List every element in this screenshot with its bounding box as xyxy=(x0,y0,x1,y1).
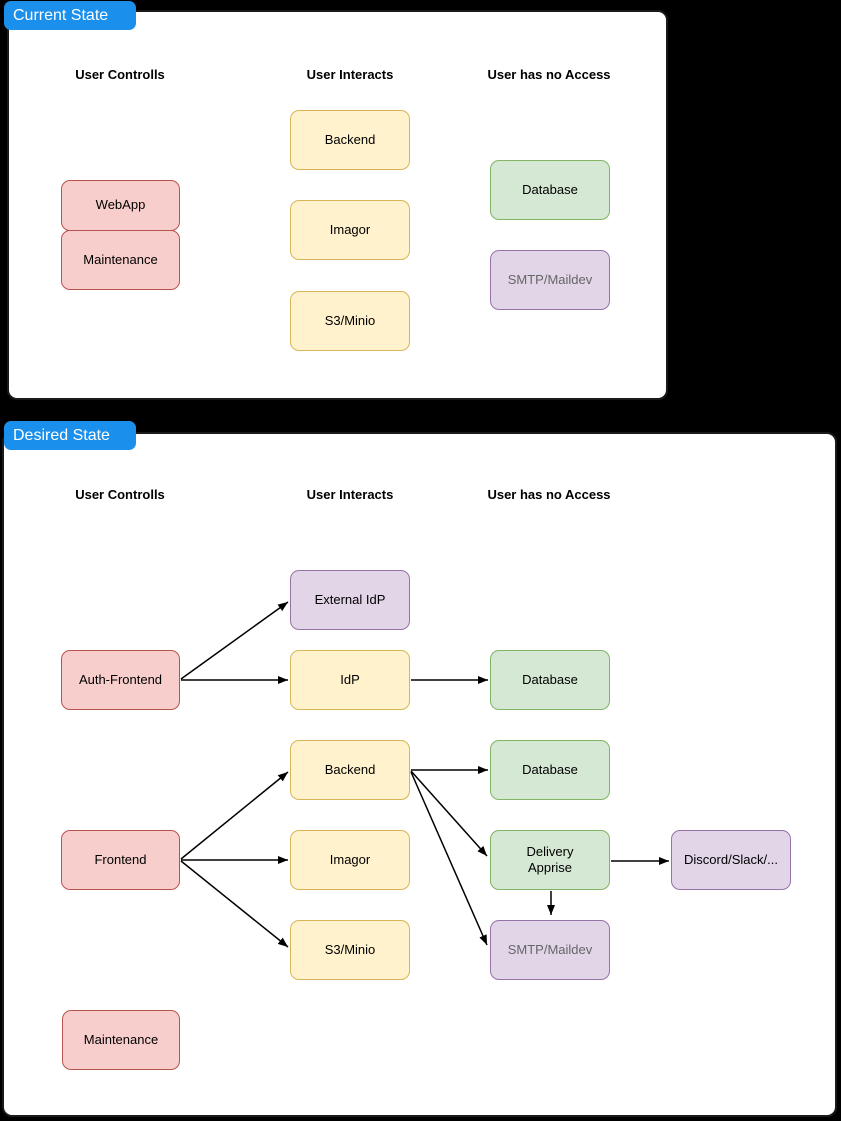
node-external-idp: External IdP xyxy=(290,570,410,630)
node-webapp: WebApp xyxy=(61,180,180,231)
node-maintenance: Maintenance xyxy=(62,1010,180,1070)
node-imagor: Imagor xyxy=(290,200,410,260)
node-database-idp: Database xyxy=(490,650,610,710)
column-header: User Controlls xyxy=(75,67,165,82)
node-backend: Backend xyxy=(290,740,410,800)
node-smtp-maildev: SMTP/Maildev xyxy=(490,920,610,980)
node-s3-minio: S3/Minio xyxy=(290,920,410,980)
column-header: User Interacts xyxy=(306,67,394,82)
column-header: User has no Access xyxy=(487,487,611,502)
desired-state-badge: Desired State xyxy=(4,421,136,450)
node-database-backend: Database xyxy=(490,740,610,800)
current-state-badge: Current State xyxy=(4,1,136,30)
node-delivery-apprise: Delivery Apprise xyxy=(490,830,610,890)
node-s3-minio: S3/Minio xyxy=(290,291,410,351)
node-imagor: Imagor xyxy=(290,830,410,890)
node-discord-slack: Discord/Slack/... xyxy=(671,830,791,890)
column-header: User Interacts xyxy=(306,487,394,502)
column-header: User has no Access xyxy=(487,67,611,82)
node-frontend: Frontend xyxy=(61,830,180,890)
node-backend: Backend xyxy=(290,110,410,170)
node-maintenance: Maintenance xyxy=(61,230,180,290)
node-database: Database xyxy=(490,160,610,220)
node-smtp-maildev: SMTP/Maildev xyxy=(490,250,610,310)
column-header: User Controlls xyxy=(75,487,165,502)
node-idp: IdP xyxy=(290,650,410,710)
node-auth-frontend: Auth-Frontend xyxy=(61,650,180,710)
